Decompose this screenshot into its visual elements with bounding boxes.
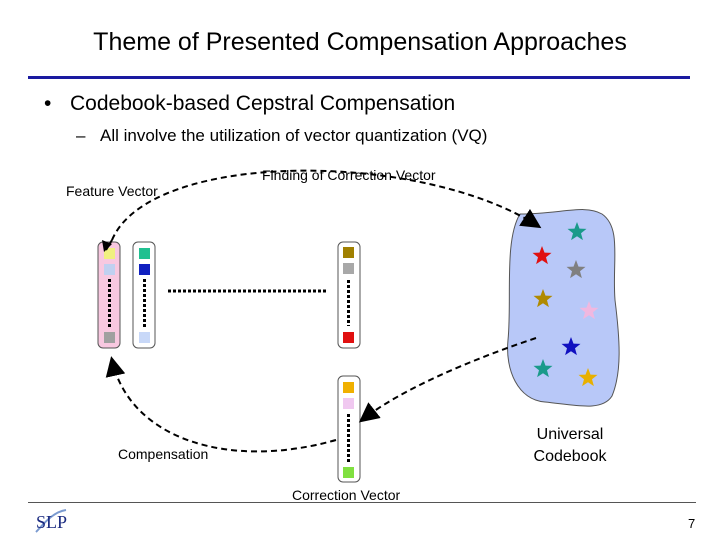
compensation-label: Compensation (118, 446, 209, 462)
correction-element-green (343, 467, 354, 478)
feature-element-paleblue (139, 332, 150, 343)
feature-element-teal (139, 248, 150, 259)
feature-element-blue (139, 264, 150, 275)
footer-divider (28, 502, 696, 503)
finding-arrow-head-left (102, 240, 112, 252)
feature-element-lightblue (104, 264, 115, 275)
correction-element-pink (343, 398, 354, 409)
codeword-star-icon (561, 337, 581, 356)
page-number: 7 (688, 516, 696, 531)
universal-codebook-line2: Codebook (533, 448, 607, 465)
universal-codebook-line1: Universal (536, 426, 604, 443)
finding-correction-label: Finding of Correction Vector (262, 167, 436, 183)
codeword-star-icon (533, 289, 553, 308)
feature-element-red (343, 332, 354, 343)
universal-codebook-label: Universal Codebook (530, 424, 610, 468)
feature-element-olive (343, 247, 354, 258)
codebook-to-correction-arrow (358, 337, 537, 423)
correction-vector-label: Correction Vector (292, 487, 401, 503)
slide-title: Theme of Presented Compensation Approach… (93, 28, 627, 56)
feature-vector-column-last (337, 241, 361, 349)
feature-vector-column (97, 241, 121, 349)
bullet-item: •Codebook-based Cepstral Compensation (44, 92, 456, 115)
svg-text:SLP: SLP (36, 512, 67, 532)
feature-vector-label: Feature Vector (66, 183, 158, 199)
bullet-text: Codebook-based Cepstral Compensation (70, 92, 456, 115)
sub-bullet-item: –All involve the utilization of vector q… (76, 126, 488, 145)
compensation-arrow (105, 356, 337, 453)
sub-bullet-text: All involve the utilization of vector qu… (100, 126, 488, 145)
slp-logo: SLP (35, 509, 67, 533)
finding-arrow (111, 169, 542, 241)
correction-vector-column (337, 375, 361, 483)
feature-element-yellow (104, 248, 115, 259)
codebook-stars (532, 222, 599, 387)
codeword-star-icon (566, 260, 586, 279)
codeword-star-icon (533, 359, 553, 378)
universal-codebook-blob (507, 209, 620, 407)
feature-element-gray2 (343, 263, 354, 274)
title-divider (28, 76, 690, 79)
feature-element-gray (104, 332, 115, 343)
codeword-star-icon (567, 222, 587, 241)
codeword-star-icon (579, 301, 599, 320)
feature-vector-column-2 (132, 241, 156, 349)
codeword-star-icon (532, 246, 552, 265)
codeword-star-icon (578, 368, 598, 387)
correction-element-orange (343, 382, 354, 393)
